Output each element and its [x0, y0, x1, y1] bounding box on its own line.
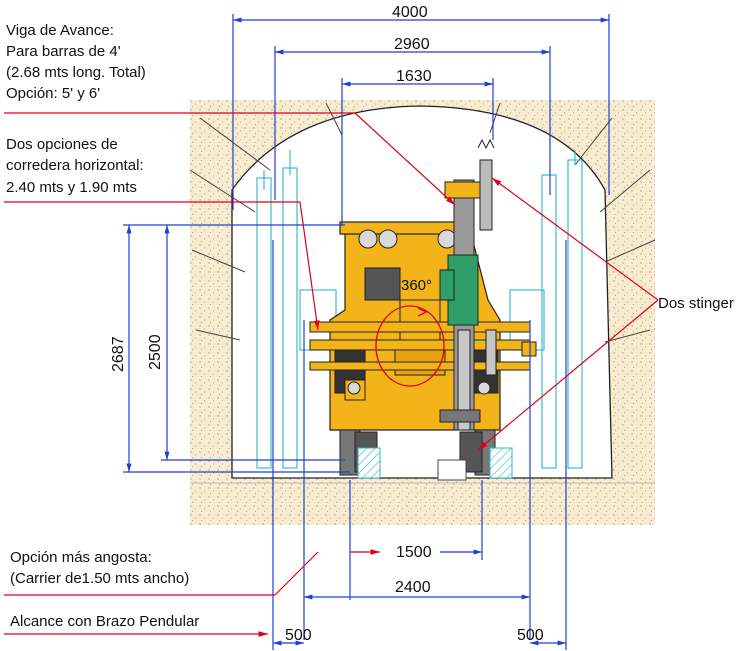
stinger-label: Dos stinger [658, 295, 734, 312]
dimension-2687 [123, 224, 350, 473]
dim-4000-label: 4000 [392, 4, 428, 21]
dim-1500-label: 1500 [396, 544, 432, 561]
ghost-boom-right [509, 150, 583, 469]
alcance-label: Alcance con Brazo Pendular [10, 613, 199, 630]
corredera-annotation: Dos opciones de corredera horizontal: 2.… [6, 136, 144, 196]
dim-1630-label: 1630 [396, 68, 432, 85]
leader-angosta [4, 551, 319, 596]
dimension-500-left [272, 240, 304, 650]
horizontal-slide [309, 321, 537, 371]
dimension-2500 [161, 225, 345, 461]
drill-mast [439, 138, 497, 431]
dim-2500-label: 2500 [147, 334, 164, 370]
leader-viga [4, 112, 456, 206]
dimension-1630 [341, 78, 494, 225]
corredera-line-1: Dos opciones de [6, 136, 118, 153]
viga-line-3: (2.68 mts long. Total) [6, 64, 146, 81]
leader-stinger [477, 177, 659, 451]
angosta-line-1: Opción más angosta: [10, 549, 152, 566]
dimension-2960 [274, 46, 551, 200]
dimension-500-right [530, 240, 567, 650]
viga-annotation: Viga de Avance: Para barras de 4' (2.68 … [6, 22, 146, 102]
dim-500-right-label: 500 [517, 627, 544, 644]
angosta-line-2: (Carrier de1.50 mts ancho) [10, 570, 189, 587]
viga-line-1: Viga de Avance: [6, 22, 114, 39]
leader-corredera [4, 201, 320, 331]
stinger-pads [357, 447, 513, 481]
rotation-symbol [375, 305, 445, 387]
corredera-line-3: 2.40 mts y 1.90 mts [6, 179, 137, 196]
dimension-4000 [232, 14, 610, 210]
angosta-annotation: Opción más angosta: (Carrier de1.50 mts … [10, 549, 189, 587]
dim-2960-label: 2960 [394, 36, 430, 53]
dim-2687-label: 2687 [110, 336, 127, 372]
corredera-line-2: corredera horizontal: [6, 157, 144, 174]
dim-2400-label: 2400 [395, 579, 431, 596]
tunnel-rock-bolts [189, 102, 656, 343]
dimension-2400 [303, 320, 531, 640]
viga-line-4: Opción: 5' y 6' [6, 85, 100, 102]
rotation-label: 360° [401, 277, 432, 294]
dim-500-left-label: 500 [285, 627, 312, 644]
dimension-1500 [349, 480, 483, 600]
viga-line-2: Para barras de 4' [6, 43, 121, 60]
